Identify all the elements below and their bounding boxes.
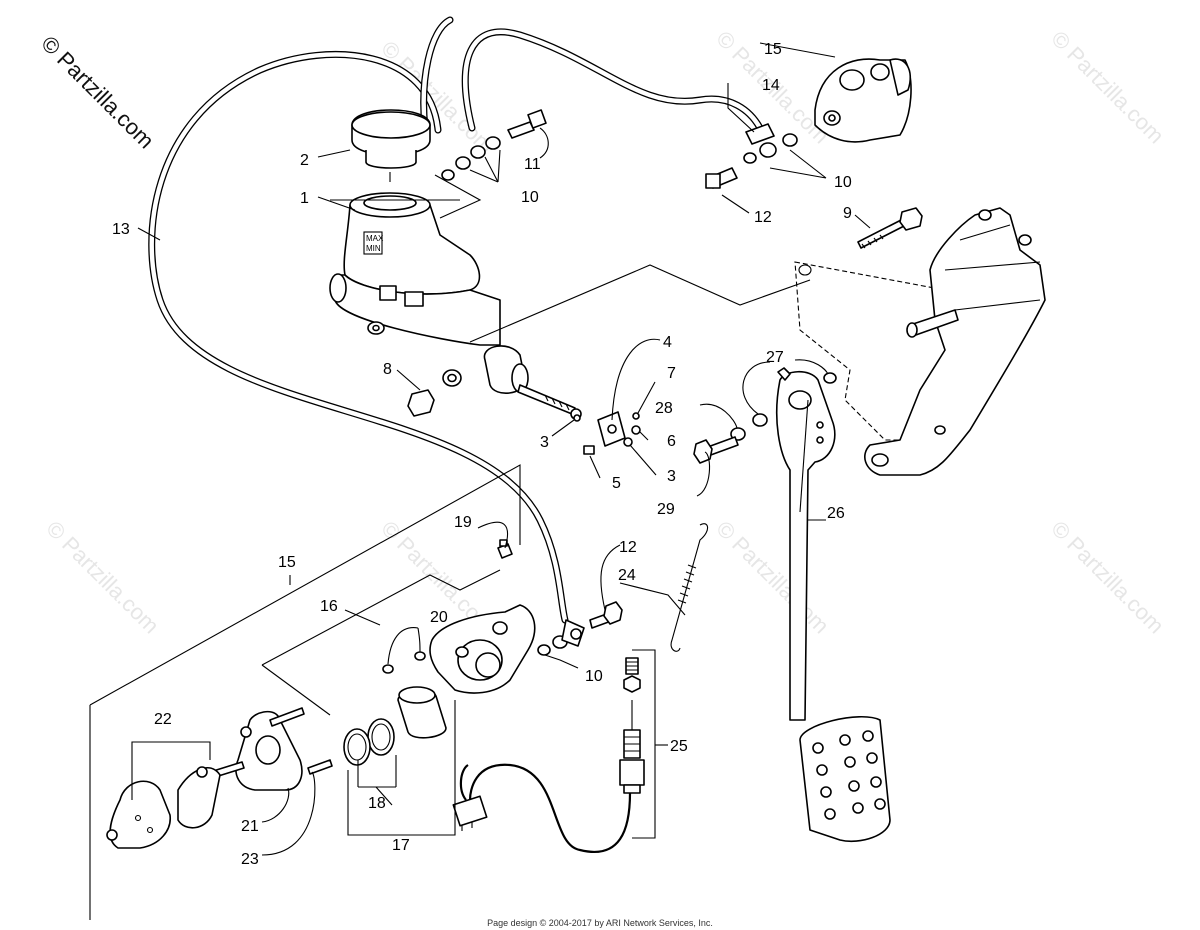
push-rod-assembly xyxy=(483,345,582,420)
brake-hose-13 xyxy=(148,51,569,624)
bolt-8 xyxy=(407,369,462,417)
reservoir-cap xyxy=(351,109,431,169)
reservoir-hose xyxy=(420,16,454,132)
callout-2: 2 xyxy=(300,152,309,169)
callout-15: 15 xyxy=(764,41,782,58)
pedal-bracket xyxy=(794,207,1046,476)
callout-9: 9 xyxy=(843,205,852,222)
callout-25: 25 xyxy=(670,738,688,755)
callout-20: 20 xyxy=(430,609,448,626)
callout-16: 16 xyxy=(320,598,338,615)
callout-28: 28 xyxy=(655,400,673,417)
hose-fittings-lower xyxy=(537,601,623,656)
callout-24: 24 xyxy=(618,567,636,584)
watermark-text: © Partzilla.com xyxy=(711,516,834,639)
callout-10: 10 xyxy=(585,668,603,685)
callout-27: 27 xyxy=(766,349,784,366)
callout-15: 15 xyxy=(278,554,296,571)
callout-1: 1 xyxy=(300,190,309,207)
caliper-upper xyxy=(814,58,912,143)
callout-18: 18 xyxy=(368,795,386,812)
callout-3: 3 xyxy=(540,434,549,451)
min-mark: MIN xyxy=(366,244,381,253)
return-spring xyxy=(670,523,709,652)
callout-17: 17 xyxy=(392,837,410,854)
master-cylinder: MAX MIN xyxy=(329,192,501,346)
brake-switch xyxy=(452,657,645,853)
footer-credit: Page design © 2004-2017 by ARI Network S… xyxy=(487,918,713,928)
callout-7: 7 xyxy=(667,365,676,382)
callout-12: 12 xyxy=(619,539,637,556)
callout-4: 4 xyxy=(663,334,672,351)
callout-14: 14 xyxy=(762,77,780,94)
brake-pedal xyxy=(775,367,891,843)
watermark-text: © Partzilla.com xyxy=(1046,26,1169,149)
callout-6: 6 xyxy=(667,433,676,450)
bolt-9 xyxy=(857,207,923,249)
clevis-parts xyxy=(573,411,641,455)
callout-3: 3 xyxy=(667,468,676,485)
callout-19: 19 xyxy=(454,514,472,531)
caliper-lower xyxy=(106,539,536,849)
callout-10: 10 xyxy=(834,174,852,191)
callout-26: 26 xyxy=(827,505,845,522)
callout-23: 23 xyxy=(241,851,259,868)
max-mark: MAX xyxy=(366,234,384,243)
pivot-hardware xyxy=(693,372,837,464)
callout-21: 21 xyxy=(241,818,259,835)
callout-5: 5 xyxy=(612,475,621,492)
watermark-main: © Partzilla.com xyxy=(36,31,159,154)
brake-hose-14 xyxy=(461,28,764,132)
leader-lines xyxy=(89,42,871,920)
watermark-text: © Partzilla.com xyxy=(41,516,164,639)
callout-10: 10 xyxy=(521,189,539,206)
callout-13: 13 xyxy=(112,221,130,238)
callout-11: 11 xyxy=(524,156,541,173)
watermark-text: © Partzilla.com xyxy=(1046,516,1169,639)
callout-12: 12 xyxy=(754,209,772,226)
callout-22: 22 xyxy=(154,711,172,728)
callout-labels: 1 2 3 3 4 5 6 7 8 9 10 10 10 11 12 12 13… xyxy=(112,41,852,868)
callout-29: 29 xyxy=(657,501,675,518)
hose-fittings-top xyxy=(441,109,798,189)
callout-8: 8 xyxy=(383,361,392,378)
